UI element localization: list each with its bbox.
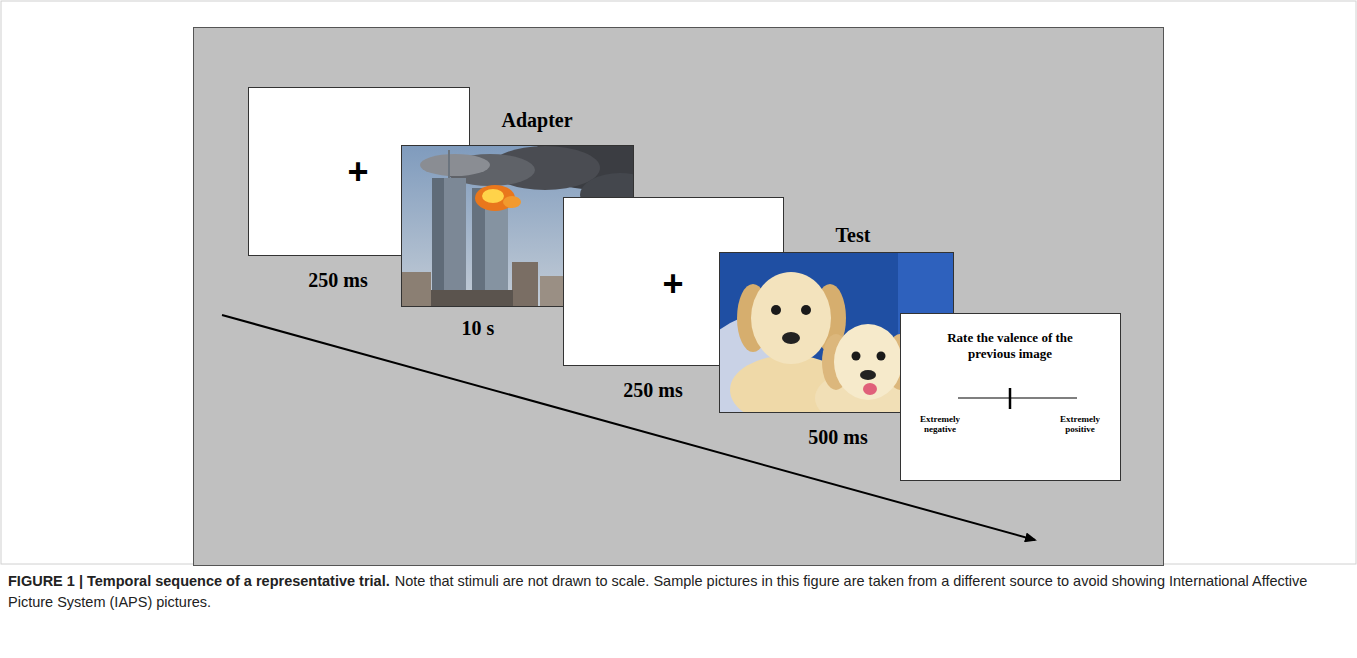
scale-end-label: Extremely positive bbox=[1049, 414, 1111, 435]
rating-screen: Rate the valence of the previous imageEx… bbox=[900, 313, 1120, 480]
scale-marker bbox=[1009, 388, 1012, 409]
test-image: Test500 ms bbox=[719, 252, 953, 412]
duration-label: 250 ms bbox=[623, 378, 682, 402]
fixation-frame: +250 ms bbox=[248, 87, 469, 255]
duration-label: 250 ms bbox=[308, 268, 367, 292]
scale-end-label: Extremely negative bbox=[909, 414, 971, 435]
rating-screen-bg bbox=[901, 314, 1121, 481]
adapter-image: Adapter10 s bbox=[401, 145, 633, 306]
plus-sign: + bbox=[662, 262, 683, 305]
figure-caption-block: FIGURE 1 | Temporal sequence of a repres… bbox=[8, 571, 1348, 613]
stimulus-heading: Test bbox=[836, 223, 871, 247]
stimulus-heading: Adapter bbox=[501, 108, 572, 132]
figure-caption: FIGURE 1 | Temporal sequence of a repres… bbox=[8, 573, 390, 589]
plus-sign: + bbox=[347, 150, 368, 193]
rating-scale bbox=[958, 397, 1077, 398]
rating-prompt: Rate the valence of the previous image bbox=[922, 330, 1098, 361]
screen-panel bbox=[194, 28, 1164, 566]
duration-label: 10 s bbox=[462, 316, 495, 340]
fixation-frame: +250 ms bbox=[563, 197, 783, 365]
duration-label: 500 ms bbox=[808, 425, 867, 449]
